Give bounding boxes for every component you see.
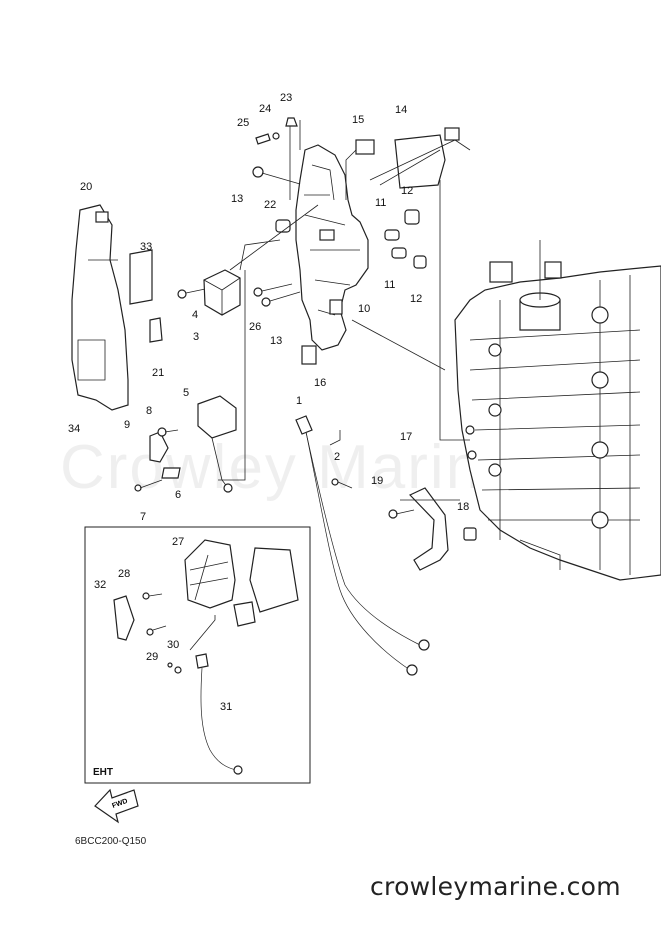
callout-16: 16 xyxy=(314,377,326,389)
small-parts-6-9 xyxy=(134,427,181,492)
callout-29: 29 xyxy=(146,651,158,663)
callout-3: 3 xyxy=(193,331,199,343)
callout-18: 18 xyxy=(457,501,469,513)
drawing-code: 6BCC200-Q150 xyxy=(75,836,147,847)
bracket-17 xyxy=(388,487,477,571)
callout-27: 27 xyxy=(172,536,184,548)
callout-11b: 11 xyxy=(384,279,395,291)
callout-30: 30 xyxy=(167,639,179,651)
callout-9: 9 xyxy=(124,419,130,431)
callout-4: 4 xyxy=(192,309,198,321)
lead-wire-1 xyxy=(295,415,430,676)
callout-17: 17 xyxy=(400,431,412,443)
callout-24: 24 xyxy=(259,103,271,115)
callout-12a: 12 xyxy=(401,185,413,197)
callout-12b: 12 xyxy=(410,293,422,305)
callout-8: 8 xyxy=(146,405,152,417)
watermark: Crowley Marine xyxy=(60,433,519,502)
relay-3 xyxy=(203,269,241,316)
engine-block-illustration xyxy=(454,240,661,581)
callout-28: 28 xyxy=(118,568,130,580)
callout-1: 1 xyxy=(296,395,302,407)
callout-15: 15 xyxy=(352,114,364,126)
callout-21: 21 xyxy=(152,367,164,379)
callout-31: 31 xyxy=(220,701,232,713)
callout-numbers: 1 2 3 4 5 6 7 8 9 10 11 11 12 12 13 13 1… xyxy=(68,92,469,713)
callout-13a: 13 xyxy=(231,193,243,205)
callout-33: 33 xyxy=(140,241,152,253)
eht-inset-label: EHT xyxy=(93,767,113,778)
callout-34: 34 xyxy=(68,423,80,435)
callout-19: 19 xyxy=(371,475,383,487)
callout-13b: 13 xyxy=(270,335,282,347)
callout-22: 22 xyxy=(264,199,276,211)
bracket-10 xyxy=(295,144,369,351)
callout-11a: 11 xyxy=(375,197,386,209)
callout-25: 25 xyxy=(237,117,249,129)
eht-inset-parts xyxy=(113,539,299,775)
callout-14: 14 xyxy=(395,104,407,116)
harness-clamp-14 xyxy=(369,127,471,189)
callout-2: 2 xyxy=(334,451,340,463)
eht-inset-box xyxy=(84,526,311,784)
callout-10: 10 xyxy=(358,303,370,315)
cover-20 xyxy=(71,204,163,411)
callout-32: 32 xyxy=(94,579,106,591)
callout-23: 23 xyxy=(280,92,292,104)
reference-lines xyxy=(218,120,470,501)
site-url[interactable]: crowleymarine.com xyxy=(370,872,621,901)
fwd-arrow-icon: FWD xyxy=(94,788,139,824)
callout-5: 5 xyxy=(183,387,189,399)
callout-7: 7 xyxy=(140,511,146,523)
connector-15 xyxy=(345,139,375,200)
callout-6: 6 xyxy=(175,489,181,501)
callout-26: 26 xyxy=(249,321,261,333)
connector-16 xyxy=(301,345,317,365)
fasteners xyxy=(177,117,427,307)
callout-20: 20 xyxy=(80,181,92,193)
